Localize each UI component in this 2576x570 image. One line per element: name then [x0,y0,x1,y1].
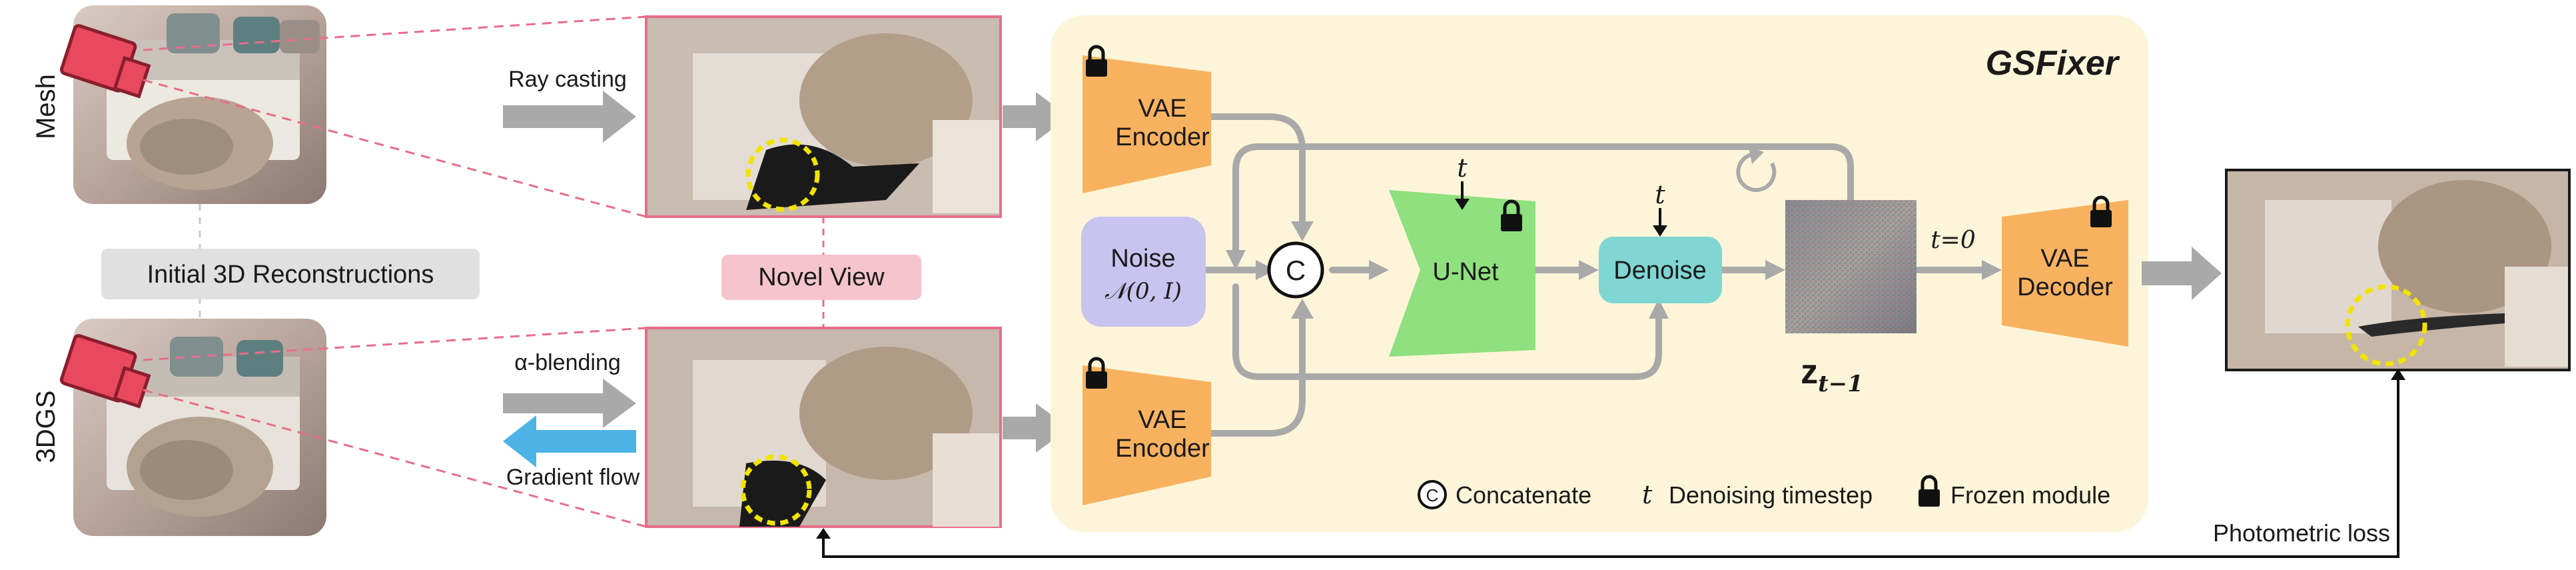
noise-distribution: 𝒩(0, I) [1104,278,1182,305]
lock-icon [1919,475,1940,507]
denoise-label: Denoise [1613,257,1706,285]
t-zero-label: t=0 [1931,227,1976,254]
vae-encoder-top: VAE Encoder [1082,45,1211,193]
output-fixed-image [2225,169,2571,371]
vae-encoder-bottom-line2: Encoder [1115,435,1210,463]
photometric-loss-label: Photometric loss [2213,519,2390,547]
vae-encoder-bottom-line1: VAE [1138,406,1186,434]
vae-encoder-top-line1: VAE [1138,95,1186,123]
3dgs-reconstruction-panel [73,319,326,536]
projection-lines [143,15,647,528]
arrow-to-output [2142,247,2222,300]
highlight-circle [745,137,820,212]
row-label-mesh: Mesh [31,74,61,139]
vae-decoder-line2: Decoder [2017,273,2113,301]
novel-view-caption: Novel View [721,255,921,300]
vae-decoder-line1: VAE [2040,245,2089,273]
concatenate-symbol: C [1286,255,1306,286]
denoise-block: Denoise t [1599,180,1722,303]
camera-icon [59,24,151,99]
3dgs-novel-view-image [645,327,1002,528]
vae-encoder-bottom: VAE Encoder [1082,357,1211,505]
highlight-circle [740,454,812,526]
initial-reconstructions-label: Initial 3D Reconstructions [147,261,434,289]
vae-encoder-top-line2: Encoder [1115,123,1210,151]
photometric-loss-path [816,369,2405,558]
lock-icon [1501,199,1522,231]
lock-icon [1086,357,1107,389]
ray-casting-label: Ray casting [508,67,627,92]
loop-icon [1736,147,1777,192]
gsfixer-title: GSFixer [1986,44,2120,83]
noise-block: Noise 𝒩(0, I) [1081,217,1206,327]
unet-label: U-Net [1432,258,1499,286]
concatenate-node: C [1267,241,1324,299]
gradient-flow-arrow [503,415,636,467]
unet-block: U-Net t [1389,153,1535,357]
legend-concat-symbol: C [1426,485,1439,505]
legend-t-symbol: t [1642,480,1653,509]
legend-timestep: Denoising timestep [1669,481,1873,509]
vae-decoder: VAE Decoder [2002,195,2128,347]
denoise-timestep: t [1655,180,1665,209]
highlight-circle [2345,284,2427,367]
lock-icon [2090,195,2112,227]
alpha-blending-arrow [503,379,636,428]
legend-concatenate: Concatenate [1456,481,1591,509]
mesh-reconstruction-panel [73,5,326,204]
alpha-blending-label: α-blending [514,350,621,375]
latent-noise-image [1785,200,1917,333]
row-label-3dgs: 3DGS [31,391,61,463]
novel-view-label: Novel View [758,263,885,291]
ray-casting-arrow [503,91,636,143]
legend: C Concatenate t Denoising timestep Froze… [1418,475,2110,509]
mesh-novel-view-image [645,15,1002,218]
unet-timestep: t [1457,153,1468,183]
legend-frozen: Frozen module [1950,481,2110,509]
initial-reconstructions-caption: Initial 3D Reconstructions [101,249,480,299]
flow-connectors [1202,113,1988,437]
gradient-flow-label: Gradient flow [506,465,640,490]
latent-subscript: t−1 [1818,371,1863,397]
latent-label: zt−1 [1801,353,1863,397]
noise-label: Noise [1110,245,1175,273]
flow-arrowheads [1226,221,2002,319]
lock-icon [1086,45,1107,77]
latent-symbol: z [1801,353,1818,391]
